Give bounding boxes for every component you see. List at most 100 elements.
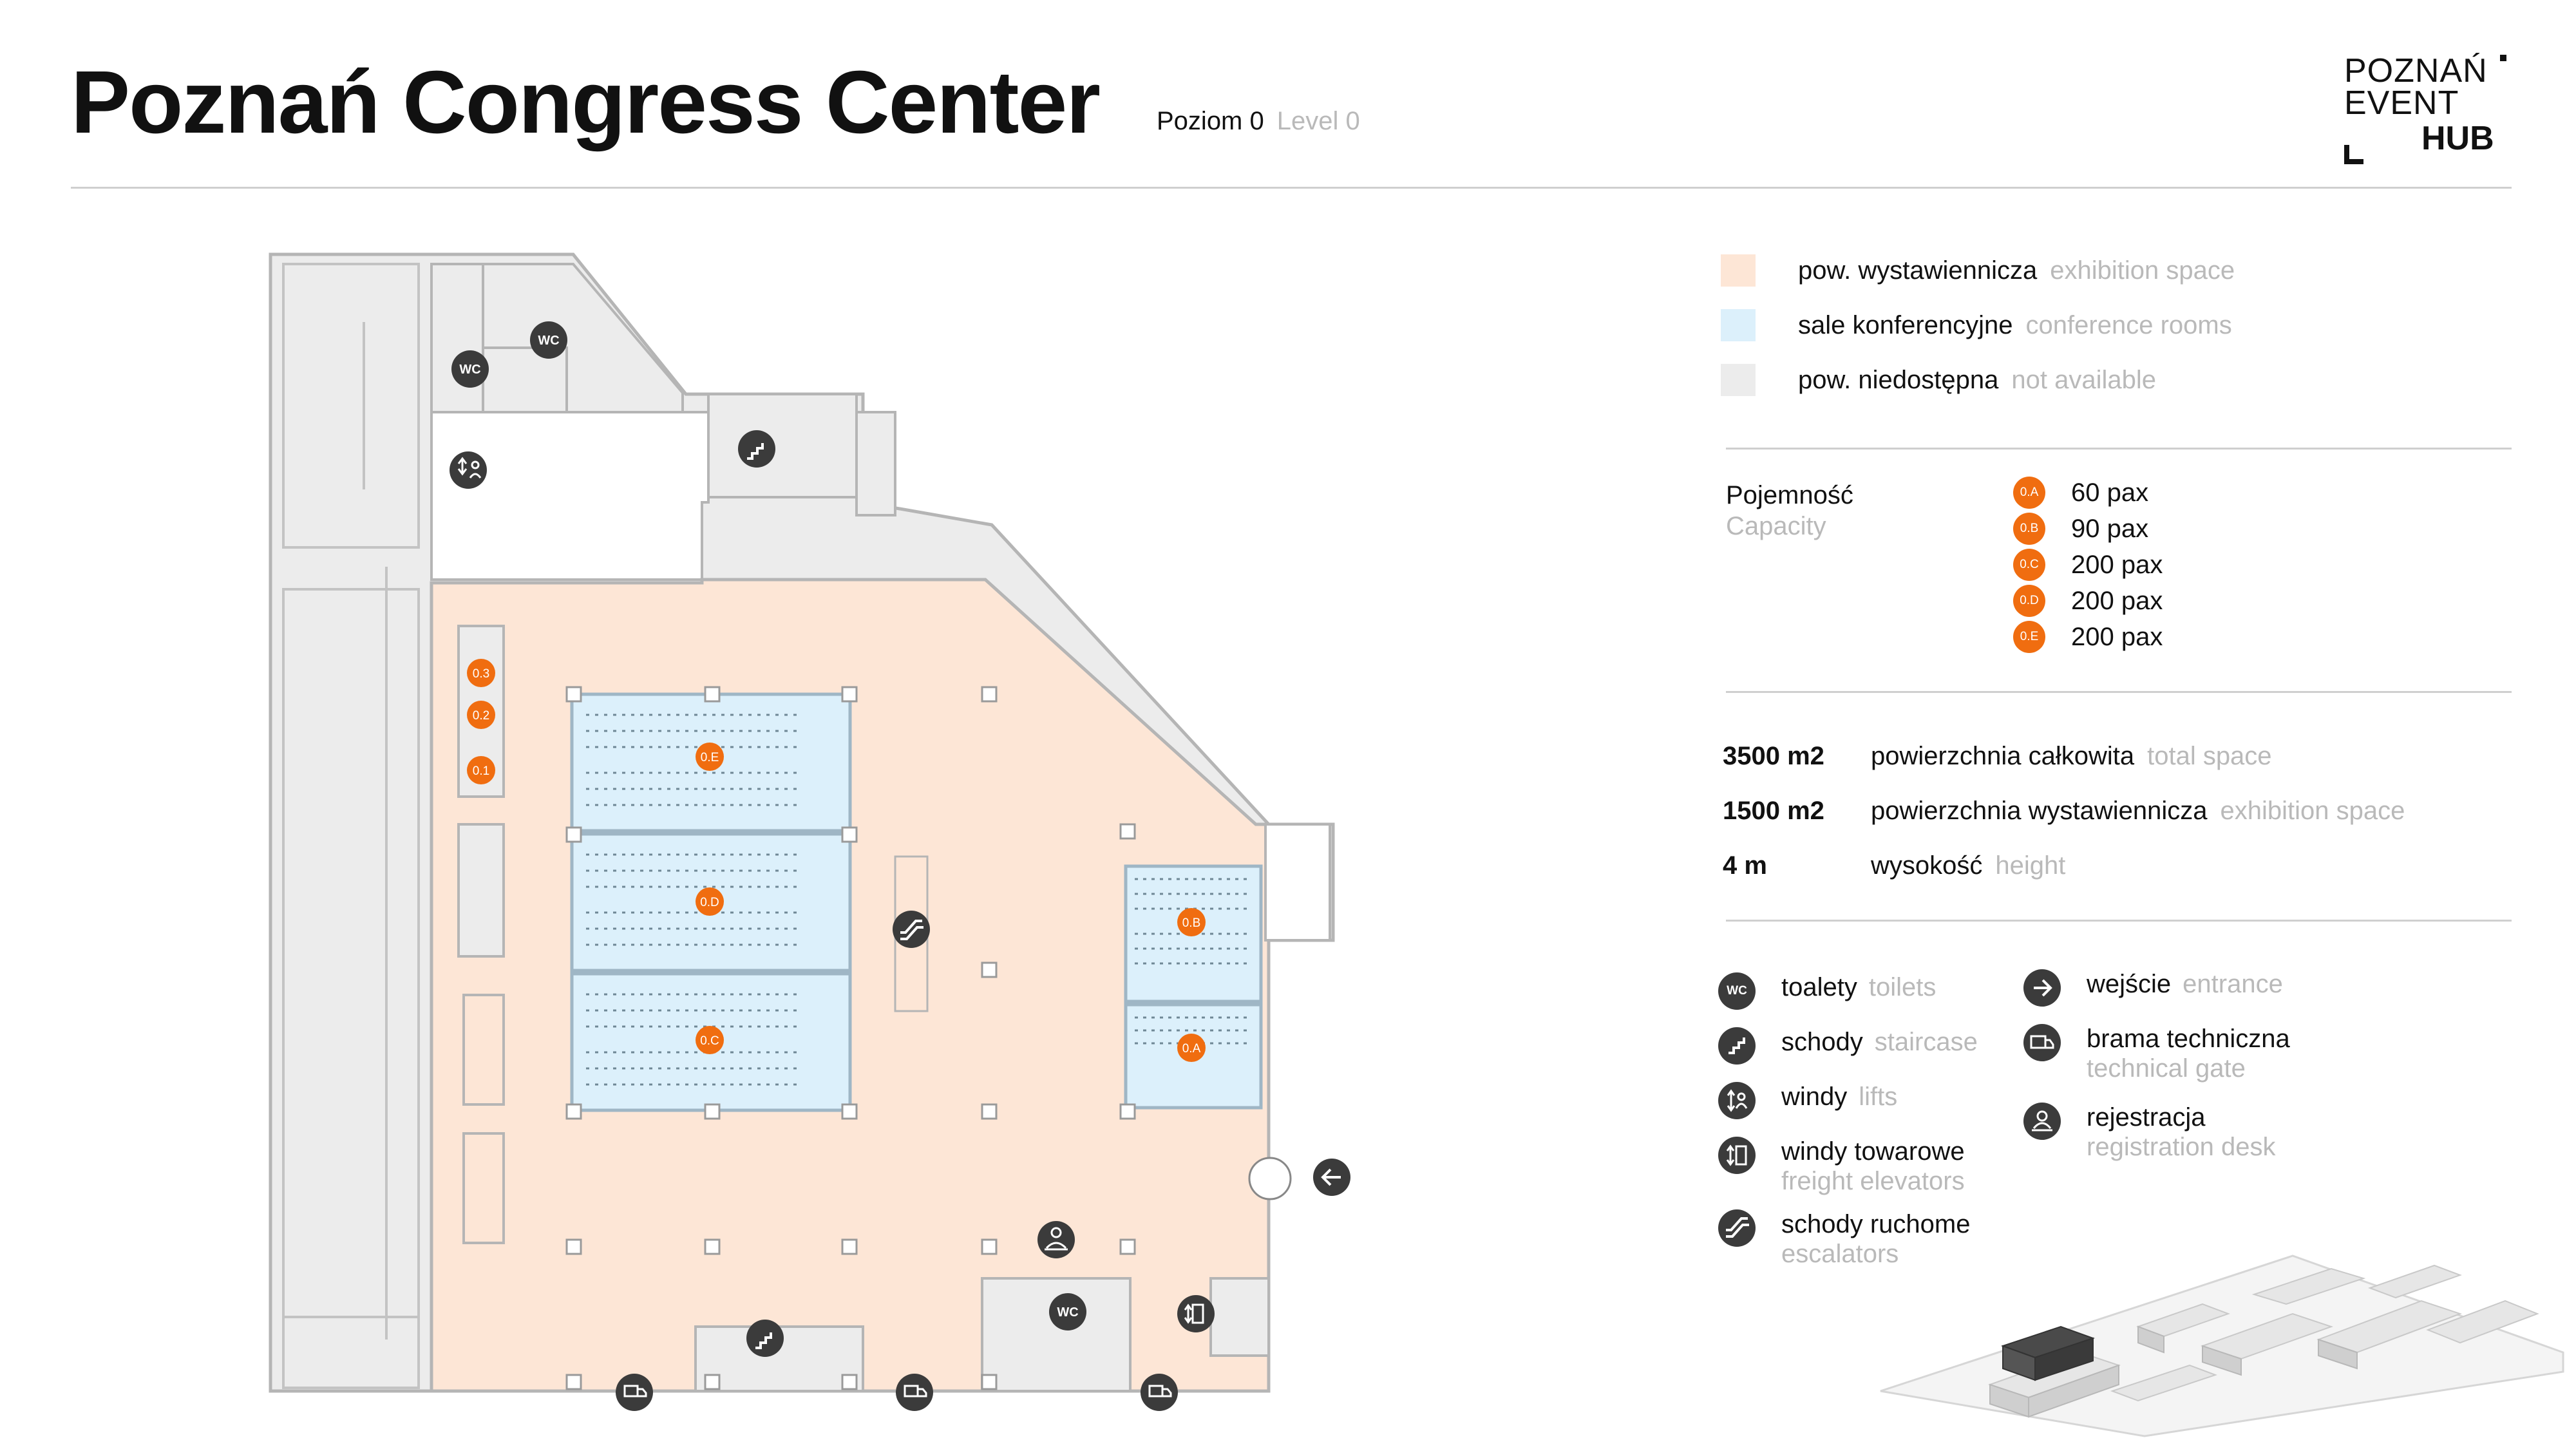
svg-text:WC: WC — [538, 334, 559, 348]
icon-label-pl: schody ruchome — [1781, 1210, 1971, 1238]
legend-label-pl: pow. wystawiennicza — [1798, 256, 2038, 285]
capacity-label-pl: Pojemność — [1726, 481, 1853, 509]
staircase-icon — [1718, 1027, 1756, 1065]
exhibition-swatch — [1721, 254, 1756, 287]
logo-line-2: EVENT — [2344, 84, 2459, 122]
staircase-icon — [738, 430, 775, 468]
stat-label-pl: powierzchnia całkowita — [1871, 742, 2135, 770]
level-label-en: Level 0 — [1276, 107, 1360, 135]
map-icons: WC WC WC — [450, 321, 1350, 1411]
lift-icon — [1718, 1082, 1756, 1119]
capacity-row: 0.D 200 pax — [2013, 585, 2163, 617]
columns — [565, 686, 1136, 1390]
capacity-row: 0.A 60 pax — [2013, 477, 2148, 509]
escalator-icon — [893, 911, 930, 948]
legend-unavailable: pow. niedostępna not available — [1721, 364, 2156, 396]
stat-row: 1500 m2 powierzchnia wystawiennicza exhibi… — [1723, 797, 2405, 826]
capacity-value: 60 pax — [2071, 478, 2149, 507]
stat-label-pl: powierzchnia wystawiennicza — [1871, 797, 2208, 825]
capacity-divider — [1726, 691, 2512, 693]
staircase-icon — [746, 1320, 784, 1357]
logo-corner-mark — [2344, 145, 2363, 164]
logo-line-3: HUB — [2421, 120, 2494, 157]
room-badge: 0.E — [2013, 621, 2045, 653]
room-label-0C: 0.C — [700, 1034, 719, 1048]
svg-text:WC: WC — [459, 363, 480, 377]
capacity-value: 90 pax — [2071, 514, 2149, 543]
seating-rows — [586, 714, 1249, 1086]
small-rooms — [457, 625, 505, 1244]
capacity-value: 200 pax — [2071, 622, 2163, 651]
capacity-value: 200 pax — [2071, 586, 2163, 615]
capacity-value: 200 pax — [2071, 550, 2163, 579]
lift-icon — [450, 451, 487, 489]
legend-toilets: WC toalety toilets — [1718, 972, 1936, 1010]
level-indicator: Poziom 0 Level 0 — [1157, 107, 1360, 136]
capacity-row: 0.E 200 pax — [2013, 621, 2163, 653]
right-annex — [694, 823, 1331, 1392]
legend-label-pl: pow. niedostępna — [1798, 365, 1999, 394]
icon-label-en: escalators — [1781, 1240, 1899, 1268]
stat-label-en: exhibition space — [2220, 797, 2405, 825]
wc-icon: WC — [1049, 1293, 1086, 1331]
service-rooms — [430, 263, 896, 516]
icon-label-en: toilets — [1868, 973, 1937, 1001]
room-label-0E: 0.E — [701, 751, 719, 764]
stat-value: 4 m — [1723, 851, 1767, 880]
icon-label-pl: wejście — [2087, 970, 2172, 998]
icon-label-pl: toalety — [1781, 973, 1857, 1001]
room-badge: 0.A — [2013, 477, 2045, 509]
registration-icon — [2023, 1103, 2061, 1140]
highlighted-building — [2000, 1325, 2096, 1381]
legend-label-en: conference rooms — [2025, 310, 2232, 339]
legend-entrance: wejście entrance — [2023, 969, 2283, 1007]
entrance-icon — [2023, 969, 2061, 1007]
level-label-pl: Poziom 0 — [1157, 107, 1264, 135]
technical-gate-icon — [616, 1374, 653, 1411]
capacity-label: Pojemność Capacity — [1726, 480, 1853, 542]
freight-elevator-icon — [1177, 1295, 1215, 1332]
room-label-03: 0.3 — [473, 667, 489, 681]
campus-overview-illustration — [1880, 1255, 2564, 1437]
icon-label-en: registration desk — [2087, 1133, 2276, 1161]
stat-label-pl: wysokość — [1871, 851, 1983, 880]
icon-label-pl: brama techniczna — [2087, 1025, 2290, 1053]
stats-divider — [1726, 920, 2512, 922]
room-label-0A: 0.A — [1182, 1042, 1201, 1056]
room-label-0D: 0.D — [700, 896, 719, 909]
entrance-icon — [1313, 1159, 1350, 1196]
stat-label-en: height — [1995, 851, 2066, 880]
logo-accent-mark — [2500, 55, 2506, 61]
room-badge: 0.D — [2013, 585, 2045, 617]
floor-plan: 0.E 0.D 0.C 0.B 0.A 0.3 0.2 0.1 WC WC WC — [269, 252, 1350, 1411]
wc-icon: WC — [1718, 972, 1756, 1010]
legend-label-en: not available — [2011, 365, 2156, 394]
legend-conference: sale konferencyjne conference rooms — [1721, 309, 2232, 341]
room-label-02: 0.2 — [473, 709, 489, 723]
wc-icon: WC — [451, 350, 489, 388]
freight-elevator-icon — [1718, 1137, 1756, 1174]
header-divider — [71, 187, 2512, 189]
icon-label-pl: rejestracja — [2087, 1103, 2206, 1132]
room-badge: 0.B — [2013, 513, 2045, 545]
stat-value: 1500 m2 — [1723, 797, 1824, 825]
icon-label-en: lifts — [1859, 1083, 1898, 1111]
icon-label-en: freight elevators — [1781, 1167, 1965, 1195]
entrance-door — [1248, 1157, 1292, 1200]
lobby-area — [430, 411, 710, 581]
unavailable-swatch — [1721, 364, 1756, 396]
capacity-label-en: Capacity — [1726, 512, 1826, 540]
legend-label-pl: sale konferencyjne — [1798, 310, 2013, 339]
icon-label-en: entrance — [2183, 970, 2283, 998]
escalator-icon — [1718, 1209, 1756, 1247]
room-label-0B: 0.B — [1182, 916, 1201, 930]
wc-icon: WC — [530, 321, 567, 359]
svg-text:WC: WC — [1057, 1305, 1078, 1320]
conference-swatch — [1721, 309, 1756, 341]
icon-label-pl: windy towarowe — [1781, 1137, 1965, 1166]
